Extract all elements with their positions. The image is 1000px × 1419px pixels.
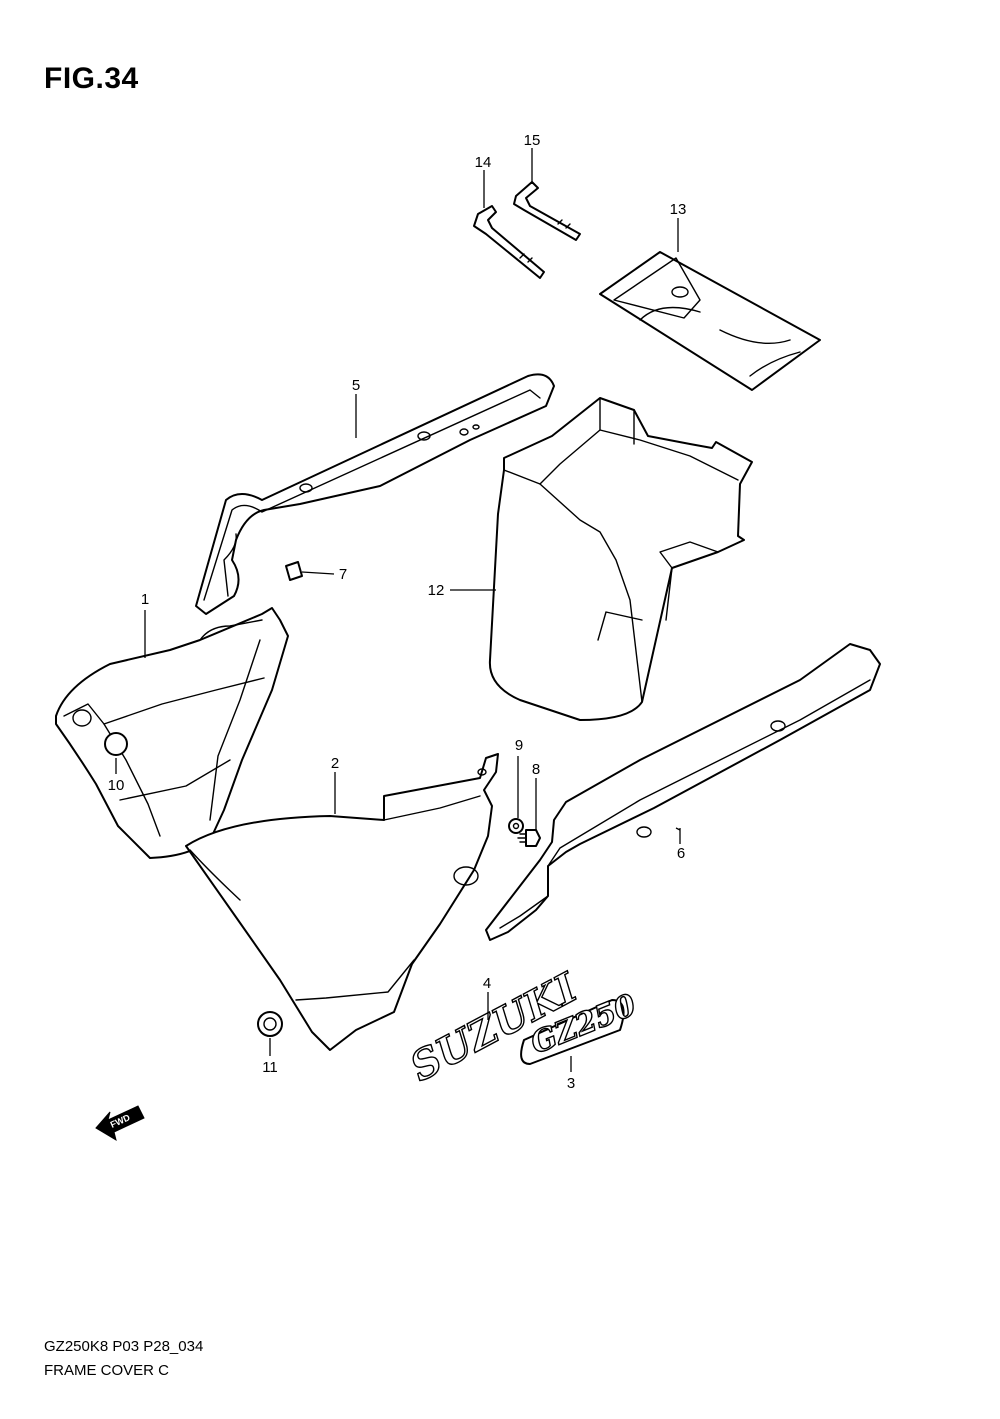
label-7: 7 — [339, 566, 347, 583]
label-15: 15 — [524, 132, 541, 149]
leader-lines — [115, 148, 681, 1072]
part-8-screw[interactable] — [517, 829, 541, 847]
label-10: 10 — [108, 777, 125, 794]
label-11: 11 — [262, 1059, 278, 1076]
label-3: 3 — [567, 1075, 575, 1092]
part-5-frame-cover-upper[interactable] — [195, 373, 555, 615]
part-9-washer[interactable] — [508, 818, 524, 834]
part-12-holder-box[interactable] — [488, 397, 753, 721]
part-14-hex-wrench[interactable] — [473, 205, 545, 279]
part-15-hex-wrench[interactable] — [513, 181, 581, 241]
section-name: FRAME COVER C — [44, 1362, 170, 1379]
part-13-tool-bag[interactable] — [599, 251, 821, 391]
label-1: 1 — [141, 591, 149, 608]
label-8: 8 — [532, 761, 540, 778]
label-9: 9 — [515, 737, 523, 754]
fwd-direction-arrow: FWD — [95, 1105, 145, 1142]
part-1-frame-cover-left[interactable] — [55, 607, 289, 859]
callout-labels: 1 2 3 4 5 6 7 8 9 10 11 12 13 14 15 — [108, 132, 687, 1092]
model-code: GZ250K8 P03 P28_034 — [44, 1338, 204, 1355]
label-13: 13 — [670, 201, 687, 218]
label-5: 5 — [352, 377, 360, 394]
label-14: 14 — [475, 154, 492, 171]
part-6-frame-cover-lower[interactable] — [485, 643, 881, 941]
label-4: 4 — [483, 975, 491, 992]
part-2-frame-cover-right[interactable] — [185, 753, 499, 1051]
part-7-clip[interactable] — [285, 561, 303, 581]
figure-title: FIG.34 — [44, 62, 139, 95]
part-11-grommet[interactable] — [257, 1011, 283, 1037]
label-2: 2 — [331, 755, 339, 772]
label-12: 12 — [428, 582, 445, 599]
label-6: 6 — [677, 845, 685, 862]
